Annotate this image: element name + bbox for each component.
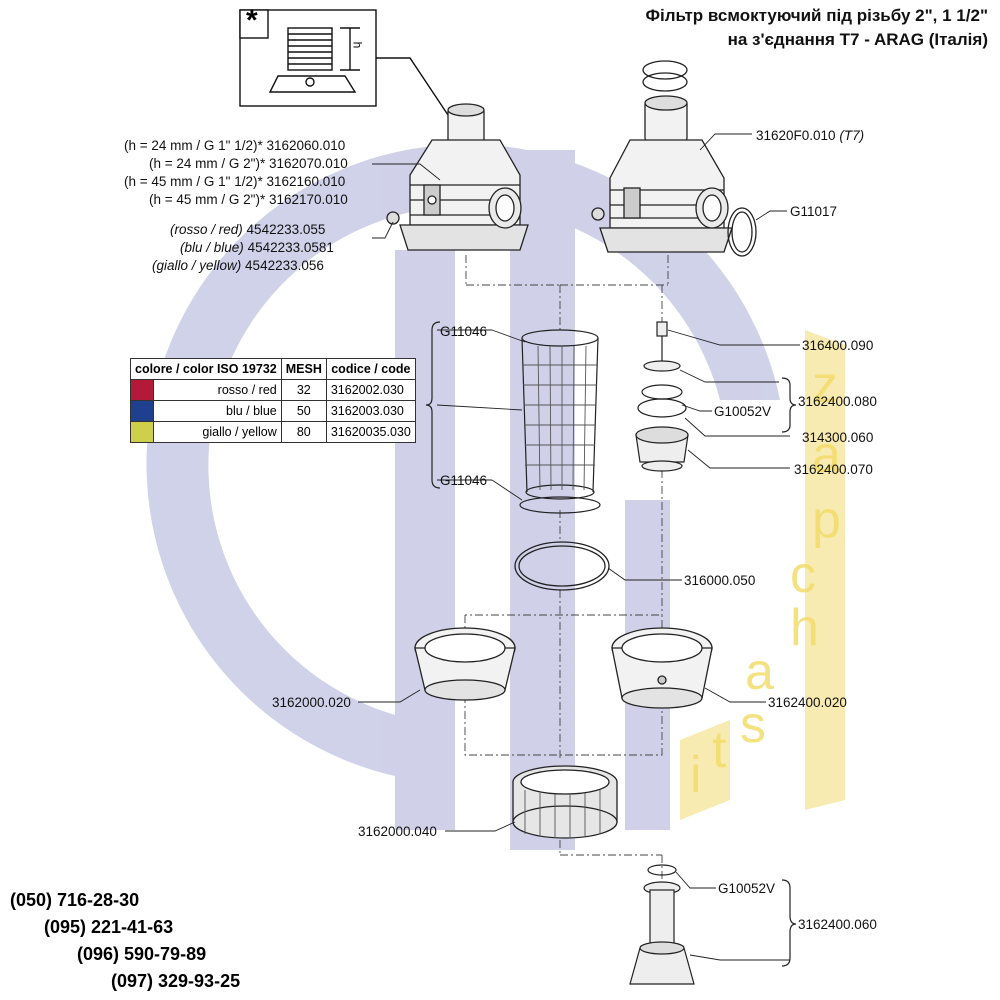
color-name: blu / blue: [153, 400, 282, 422]
watermark-letter-s: s: [740, 696, 766, 754]
label-316000-050: 316000.050: [684, 573, 756, 588]
body-variant-1: (h = 24 mm / G 1" 1/2)* 3162060.010: [124, 138, 346, 153]
table-header-row: colore / color ISO 19732 MESH codice / c…: [130, 358, 416, 380]
watermark-letter-a: a: [812, 426, 841, 484]
label-3162000-020: 3162000.020: [272, 695, 351, 710]
label-3162400-020: 3162400.020: [768, 695, 847, 710]
part-code: 31620035.030: [325, 421, 416, 443]
header-color: colore / color ISO 19732: [130, 358, 282, 380]
ring-nut: [512, 765, 618, 839]
bowl-right: [611, 627, 713, 709]
watermark-letter-h: h: [790, 599, 819, 657]
color-name: rosso / red: [153, 379, 282, 401]
inset-dimension-h: h: [350, 41, 365, 49]
table-row: rosso / red 32 3162002.030: [130, 379, 416, 401]
cap-blue: (blu / blue) 4542233.0581: [180, 240, 334, 255]
color-swatch-red: [130, 379, 154, 401]
label-3162400-080: 3162400.080: [798, 394, 877, 409]
watermark-letter-c: c: [790, 546, 816, 604]
phone-number-1[interactable]: (050) 716-28-30: [10, 890, 140, 910]
body-variant-4: (h = 45 mm / G 2")* 3162170.010: [149, 192, 348, 207]
body-variant-3: (h = 45 mm / G 1" 1/2)* 3162160.010: [124, 174, 346, 189]
inset-asterisk: *: [246, 4, 258, 37]
phone-number-4[interactable]: (097) 329-93-25: [111, 971, 241, 991]
phone-number-3[interactable]: (096) 590-79-89: [77, 944, 207, 964]
watermark-letter-t: t: [712, 721, 727, 779]
part-code: 3162002.030: [325, 379, 416, 401]
label-g11017: G11017: [790, 204, 838, 219]
mesh-value: 32: [280, 379, 327, 401]
bowl-left: [414, 627, 516, 701]
label-31620f0-010: 31620F0.010 (T7): [756, 128, 865, 143]
watermark-letter-i: i: [690, 746, 702, 804]
mesh-color-table: colore / color ISO 19732 MESH codice / c…: [130, 358, 416, 443]
label-g10052v-mid: G10052V: [714, 404, 772, 419]
part-code: 3162003.030: [325, 400, 416, 422]
brackets: [425, 321, 797, 967]
watermark-stripe: [680, 330, 845, 820]
table-row: blu / blue 50 3162003.030: [130, 400, 416, 422]
page-title-line-1: Фільтр всмоктуючий під різьбу 2", 1 1/2": [645, 6, 988, 25]
label-3162000-040: 3162000.040: [358, 824, 437, 839]
body-variant-2: (h = 24 mm / G 2")* 3162070.010: [149, 156, 348, 171]
cap-yellow: (giallo / yellow) 4542233.056: [152, 258, 324, 273]
filter-body-right: [591, 60, 757, 257]
centerlines: [464, 255, 669, 880]
color-swatch-yellow: [130, 421, 154, 443]
label-316400-090: 316400.090: [802, 338, 874, 353]
header-code: codice / code: [325, 358, 416, 380]
cap-red: (rosso / red) 4542233.055: [170, 222, 326, 237]
color-name: giallo / yellow: [153, 421, 282, 443]
large-o-ring: [514, 541, 610, 591]
phone-number-2[interactable]: (095) 221-41-63: [44, 917, 174, 937]
page-title-line-2: на з'єднання T7 - ARAG (Італія): [727, 30, 988, 49]
filter-body-left: [386, 103, 529, 251]
label-3162400-070: 3162400.070: [794, 462, 873, 477]
label-g10052v-bottom: G10052V: [718, 881, 776, 896]
label-g11046-top: G11046: [440, 324, 488, 339]
label-g11046-bottom: G11046: [440, 473, 488, 488]
detail-inset: [239, 9, 451, 119]
header-mesh: MESH: [280, 358, 327, 380]
watermark-letter-a2: a: [745, 643, 774, 701]
leader-lines: [358, 133, 800, 961]
valve-stack: [635, 321, 689, 472]
watermark-letter-z: z: [812, 356, 838, 414]
mesh-value: 50: [280, 400, 327, 422]
watermark-logo: [146, 144, 780, 850]
watermark-letter-p: p: [812, 491, 841, 549]
table-row: giallo / yellow 80 31620035.030: [130, 421, 416, 443]
mesh-value: 80: [280, 421, 327, 443]
drain-cock: [629, 864, 695, 985]
strainer-basket: [519, 329, 601, 514]
label-314300-060: 314300.060: [802, 430, 874, 445]
color-swatch-blue: [130, 400, 154, 422]
label-3162400-060: 3162400.060: [798, 917, 877, 932]
